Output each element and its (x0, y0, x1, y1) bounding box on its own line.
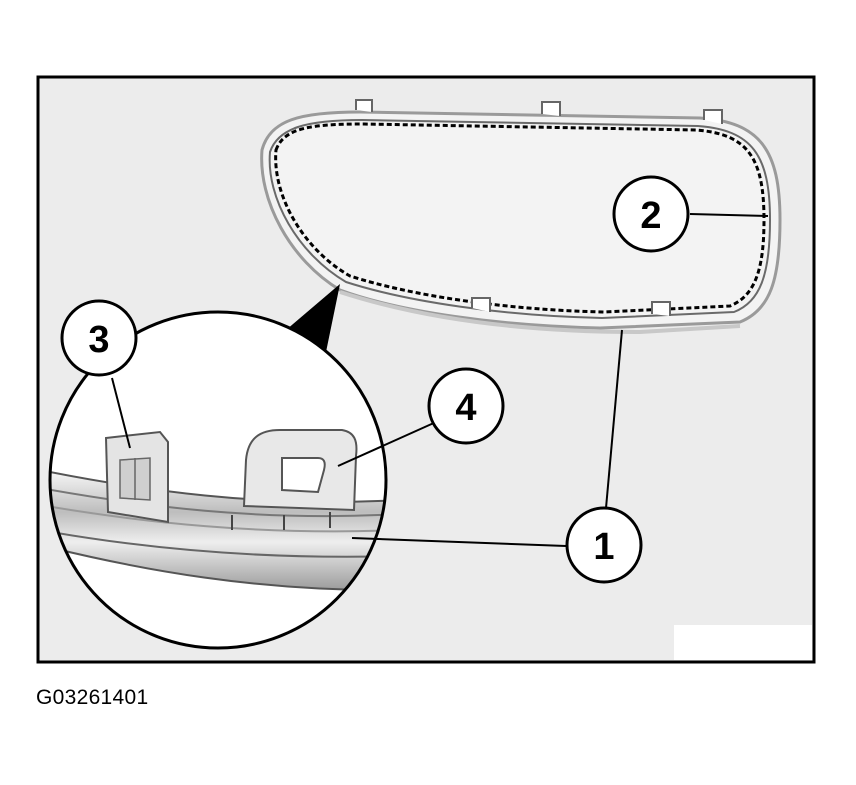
leader-lines (111, 213, 769, 547)
corner-blank-area (674, 625, 812, 660)
svg-text:4: 4 (455, 387, 476, 429)
detail-tab-slot (281, 457, 326, 494)
leader-3 (111, 377, 131, 449)
figure-id: G03261401 (36, 686, 149, 709)
callout-4: 4 (427, 367, 505, 445)
svg-text:3: 3 (88, 319, 109, 361)
leader-2 (689, 213, 769, 217)
trim-ring (260, 99, 782, 335)
detail-magnifier (48, 310, 388, 650)
leader-1-to-detail (351, 537, 567, 547)
tab-bottom-middle (471, 297, 491, 312)
tab-top-left (355, 99, 373, 112)
tab-bottom-right (651, 301, 671, 316)
callout-3: 3 (60, 299, 138, 377)
callout-1: 1 (565, 506, 643, 584)
leader-1-to-trim (605, 329, 623, 509)
svg-text:2: 2 (640, 195, 661, 237)
tab-top-middle (541, 101, 561, 116)
svg-text:1: 1 (593, 526, 614, 568)
leader-4 (337, 421, 437, 467)
tab-top-right (703, 109, 723, 124)
callout-2: 2 (612, 175, 690, 253)
lens-outline-dashed (274, 122, 766, 314)
